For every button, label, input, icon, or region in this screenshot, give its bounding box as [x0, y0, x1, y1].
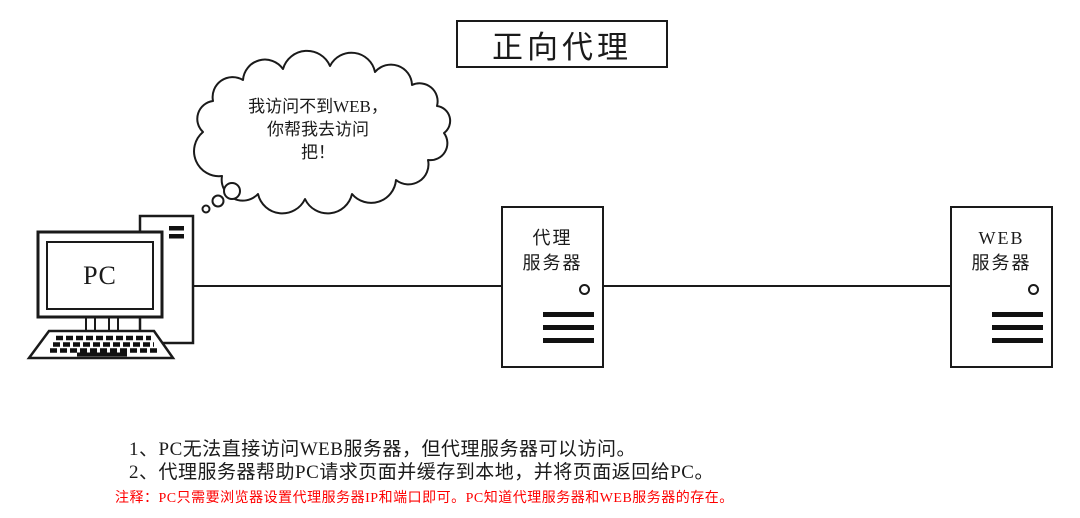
web-server-label: WEB 服务器	[952, 226, 1051, 276]
web-server-vents-icon	[992, 312, 1043, 351]
vent-bar	[992, 338, 1043, 343]
vent-bar	[543, 312, 594, 317]
pc-tower-vent-2	[169, 234, 184, 239]
title-text: 正向代理	[492, 29, 632, 65]
thought-bubble-text: 我访问不到WEB， 你帮我去访问 把！	[233, 95, 403, 164]
vent-bar	[543, 325, 594, 330]
web-server-box: WEB 服务器	[950, 206, 1053, 368]
web-server-power-led-icon	[1028, 284, 1039, 295]
proxy-server-box: 代理 服务器	[501, 206, 604, 368]
thought-bubble-cloud	[193, 49, 452, 215]
proxy-server-vents-icon	[543, 312, 594, 351]
monitor-screen	[46, 241, 154, 310]
pc-illustration	[26, 214, 195, 360]
proxy-server-label-line1: 代理	[532, 228, 573, 248]
pc-label: PC	[83, 260, 117, 290]
monitor-frame	[36, 230, 164, 319]
web-server-label-line1: WEB	[978, 228, 1025, 248]
vent-bar	[992, 312, 1043, 317]
thought-tail-bubble-medium	[211, 194, 225, 208]
cloud-outline	[193, 49, 452, 215]
title-box: 正向代理	[456, 20, 668, 68]
thought-tail-bubble-large	[223, 182, 241, 200]
thought-line-2: 你帮我去访问	[267, 120, 369, 139]
vent-bar	[992, 325, 1043, 330]
thought-tail-bubble-small	[201, 204, 211, 214]
proxy-server-label: 代理 服务器	[503, 226, 602, 276]
note-item-2: 2、代理服务器帮助PC请求页面并缓存到本地，并将页面返回给PC。	[129, 462, 714, 483]
thought-line-1: 我访问不到WEB，	[248, 97, 388, 116]
proxy-server-power-led-icon	[579, 284, 590, 295]
pc-tower-vent-1	[169, 226, 184, 231]
note-annotation-red: 注释：PC只需要浏览器设置代理服务器IP和端口即可。PC知道代理服务器和WEB服…	[115, 491, 734, 506]
thought-line-3: 把！	[301, 143, 335, 162]
proxy-server-label-line2: 服务器	[522, 253, 583, 273]
web-server-label-line2: 服务器	[971, 253, 1032, 273]
vent-bar	[543, 338, 594, 343]
note-item-1: 1、PC无法直接访问WEB服务器，但代理服务器可以访问。	[129, 439, 636, 460]
